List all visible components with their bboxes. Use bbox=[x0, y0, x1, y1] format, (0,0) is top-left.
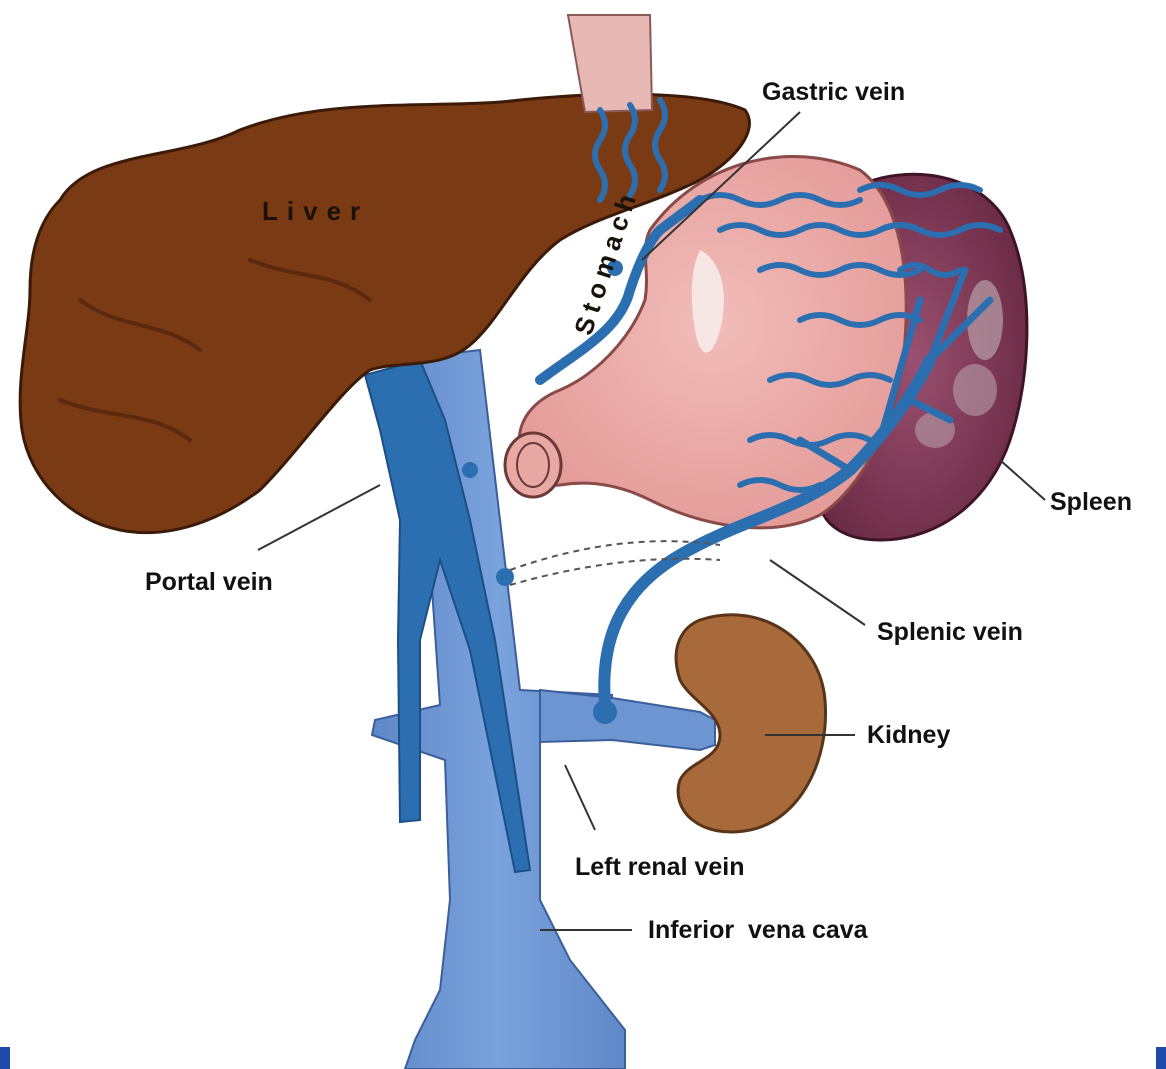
corner-mark-left bbox=[0, 1047, 10, 1069]
left-renal-vein-label: Left renal vein bbox=[575, 855, 745, 880]
gastric-vein-label: Gastric vein bbox=[762, 80, 905, 105]
kidney-label: Kidney bbox=[867, 723, 950, 748]
liver-label: Liver bbox=[262, 198, 369, 224]
left-renal-vein bbox=[540, 690, 715, 750]
inferior-vena-cava-label: Inferior vena cava bbox=[648, 918, 868, 943]
spleen-label: Spleen bbox=[1050, 490, 1132, 515]
splenic-vein-label: Splenic vein bbox=[877, 620, 1023, 645]
portal-vein-label: Portal vein bbox=[145, 570, 273, 595]
corner-mark-right bbox=[1156, 1047, 1166, 1069]
